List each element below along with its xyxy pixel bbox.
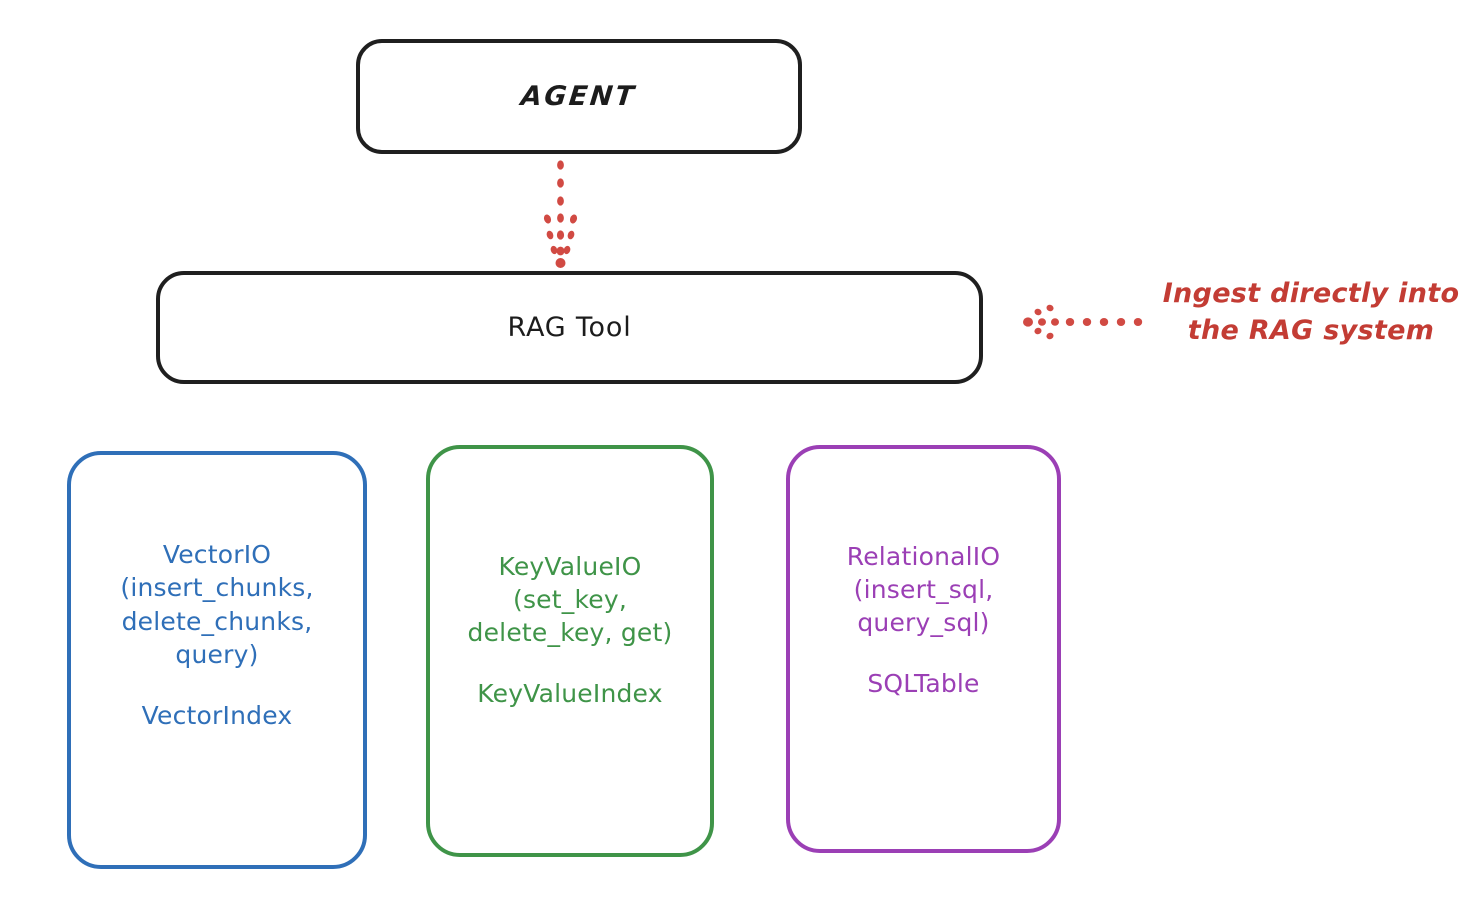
node-rag-tool[interactable]: RAG Tool: [156, 271, 983, 384]
node-relational-io-api-label: RelationalIO (insert_sql, query_sql): [846, 541, 1001, 638]
node-agent[interactable]: AGENT: [356, 39, 802, 154]
node-keyvalue-io-index-label: KeyValueIndex: [477, 679, 663, 709]
node-relational-io-index-label: SQLTable: [867, 669, 980, 699]
annotation-ingest-directly: Ingest directly into the RAG system: [1162, 278, 1460, 346]
node-relational-io[interactable]: RelationalIO (insert_sql, query_sql) SQL…: [786, 445, 1061, 853]
node-agent-label: AGENT: [519, 80, 639, 112]
connector-agent-to-rag-tool: [543, 160, 578, 268]
node-keyvalue-io-api-label: KeyValueIO (set_key, delete_key, get): [467, 551, 673, 648]
node-keyvalue-io[interactable]: KeyValueIO (set_key, delete_key, get) Ke…: [426, 445, 714, 857]
node-rag-tool-label: RAG Tool: [507, 311, 632, 343]
node-vector-io-text: VectorIO (insert_chunks, delete_chunks, …: [71, 538, 363, 730]
node-vector-io-api-label: VectorIO (insert_chunks, delete_chunks, …: [120, 540, 314, 669]
node-vector-io-index-label: VectorIndex: [141, 701, 293, 730]
connector-ingest-arrow: [1023, 304, 1143, 340]
node-vector-io[interactable]: VectorIO (insert_chunks, delete_chunks, …: [67, 451, 367, 869]
node-relational-io-text: RelationalIO (insert_sql, query_sql) SQL…: [790, 540, 1057, 699]
node-keyvalue-io-text: KeyValueIO (set_key, delete_key, get) Ke…: [430, 550, 710, 709]
